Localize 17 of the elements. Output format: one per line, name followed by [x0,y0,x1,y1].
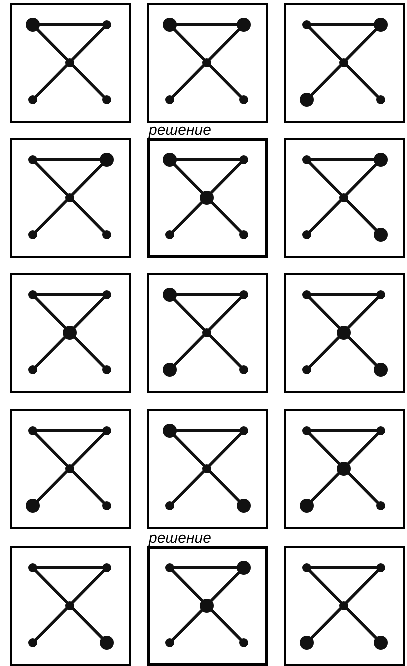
figure-panel [284,3,405,123]
figure-panel [147,3,268,123]
figure-panel [147,138,268,258]
figure-panel [284,409,405,529]
node-label: решение [149,123,212,138]
figure-panel [284,273,405,393]
figure-panel [10,409,131,529]
figure-panel [284,138,405,258]
figure-panel [147,273,268,393]
figure-panel [10,138,131,258]
node-label: решение [149,531,212,546]
figure-panel [10,3,131,123]
figure-panel [147,546,268,666]
figure-panel [284,546,405,666]
figure-panel [10,546,131,666]
figure-panel [10,273,131,393]
figure-panel [147,409,268,529]
